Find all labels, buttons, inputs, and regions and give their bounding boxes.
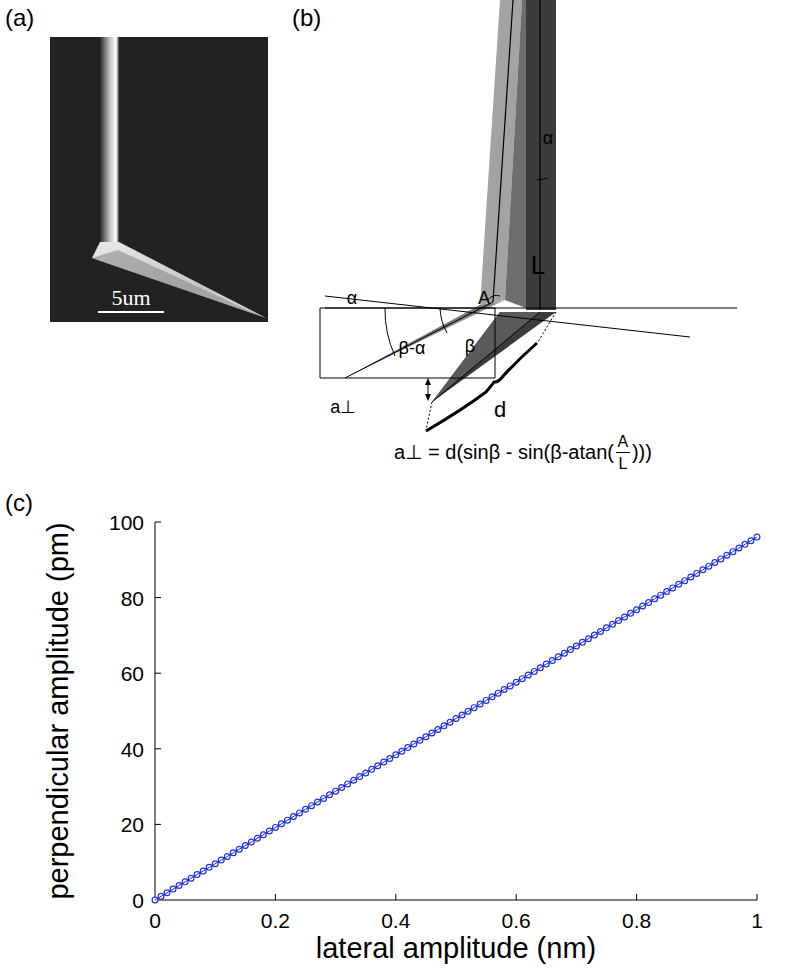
- tick-label: 100: [109, 512, 144, 533]
- angle-label: α: [543, 129, 553, 147]
- panel-label: (b): [292, 6, 321, 30]
- length-label: L: [531, 252, 545, 278]
- line-plot: [155, 522, 757, 900]
- tick-label: 80: [121, 587, 144, 608]
- formula: ))): [632, 442, 652, 462]
- tick-label: 0.6: [502, 910, 531, 931]
- tick-label: 0.4: [381, 910, 410, 931]
- sem-micrograph: [50, 37, 268, 322]
- panel-label: (c): [5, 491, 33, 515]
- tick-label: 1: [751, 910, 763, 931]
- cantilever-geometry: [320, 0, 737, 431]
- angle-label: β-α: [399, 339, 426, 357]
- tick-label: 0.2: [261, 910, 290, 931]
- formula: a⊥ = d(sinβ - sin(β-atan(: [394, 442, 614, 462]
- tick-label: 40: [121, 738, 144, 759]
- panel-label: (a): [5, 6, 34, 30]
- length-label: d: [494, 399, 506, 421]
- axis-title: perpendicular amplitude (pm): [44, 522, 73, 899]
- tick-label: 0: [149, 910, 161, 931]
- scale-bar-label: 5um: [111, 287, 150, 309]
- formula: A: [618, 434, 629, 450]
- tick-label: 60: [121, 663, 144, 684]
- amplitude-label: a⊥: [330, 398, 356, 416]
- angle-label: α: [347, 289, 357, 307]
- fraction-bar: [616, 452, 630, 453]
- formula: L: [619, 456, 628, 472]
- axis-title: lateral amplitude (nm): [316, 934, 596, 963]
- tick-label: 0: [132, 890, 144, 911]
- tick-label: 0.8: [622, 910, 651, 931]
- angle-label: β: [465, 337, 475, 355]
- tick-label: 20: [121, 814, 144, 835]
- amplitude-label: A: [478, 289, 490, 307]
